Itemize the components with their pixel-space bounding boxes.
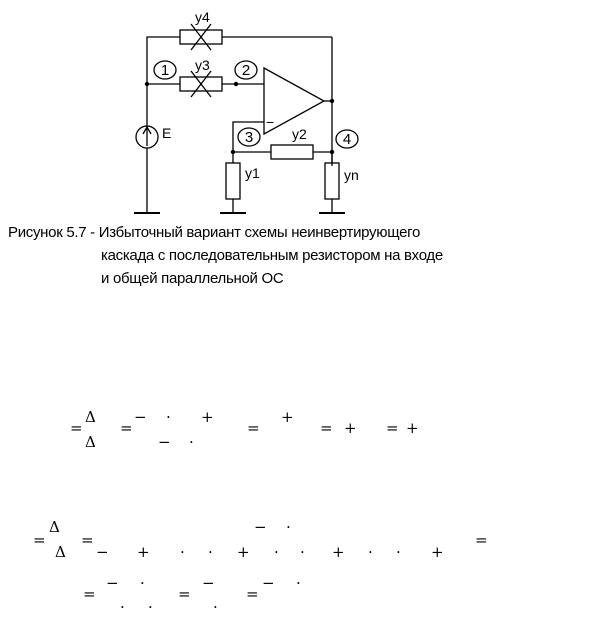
f3-m1: − (106, 574, 119, 592)
f3-d4: · (213, 598, 218, 616)
resistor-y4-cross-b (190, 23, 212, 51)
f2-delta-top: Δ (49, 518, 60, 536)
f2-eq1: = (33, 531, 46, 549)
wire-top-loop (146, 36, 180, 213)
f1-eq1: = (70, 419, 83, 437)
resistor-y2 (270, 144, 314, 160)
f1-eq2: = (120, 419, 133, 437)
f2-delta-bot: Δ (55, 543, 66, 561)
junction-node3 (230, 149, 236, 155)
f2-p1: + (137, 543, 150, 561)
f3-d1: · (140, 574, 145, 592)
f2-p3: + (332, 543, 345, 561)
opamp-minus-sign: − (266, 114, 274, 130)
f1-delta-top: Δ (85, 408, 96, 426)
f1-delta-bot: Δ (85, 433, 96, 451)
f2-p4: + (431, 543, 444, 561)
f1-p4: + (406, 419, 419, 437)
resistor-y3-cross-b (190, 70, 212, 98)
caption-line-2: каскада с последовательным резистором на… (101, 247, 443, 264)
junction-node2 (233, 81, 239, 87)
source-e-arrowhead (142, 125, 152, 135)
f1-m1: − (134, 408, 147, 426)
resistor-y4 (179, 29, 223, 45)
f2-d1: · (180, 543, 185, 561)
label-y4: y4 (195, 9, 210, 25)
opamp (263, 66, 326, 136)
label-e: E (162, 125, 171, 141)
f2-eq3: = (475, 531, 488, 549)
f3-eq1: = (83, 585, 96, 603)
f1-eq4: = (320, 419, 333, 437)
label-y2: y2 (292, 126, 307, 142)
f2-eq2: = (81, 531, 94, 549)
junction-out (329, 98, 335, 104)
f2-d3: · (274, 543, 279, 561)
formula-3: = − · · · = − · = − · (83, 574, 301, 616)
label-y3: y3 (195, 57, 210, 73)
f3-m2: − (202, 574, 215, 592)
node-4-circle (335, 129, 359, 149)
node-2-number: 2 (242, 62, 250, 79)
f3-eq2: = (178, 585, 191, 603)
f1-d1: · (166, 408, 171, 426)
f2-m-top: − (254, 518, 267, 536)
f1-d2: · (189, 433, 194, 451)
f2-m1: − (96, 543, 109, 561)
f1-p1: + (201, 408, 214, 426)
caption-line-3: и общей параллельной ОС (101, 270, 284, 287)
node-1-number: 1 (161, 62, 169, 79)
f3-d3: · (148, 598, 153, 616)
f1-eq5: = (386, 419, 399, 437)
resistor-y1 (225, 162, 241, 200)
f1-p2: + (281, 408, 294, 426)
junction-node4 (329, 149, 335, 155)
f3-d2: · (120, 598, 125, 616)
f3-d5: · (296, 574, 301, 592)
f1-m2: − (158, 433, 171, 451)
f2-p2: + (237, 543, 250, 561)
node-4-number: 4 (343, 131, 351, 148)
junction-node1 (144, 81, 150, 87)
f2-d-top: · (286, 518, 291, 536)
f2-d5: · (368, 543, 373, 561)
f3-eq3: = (246, 585, 259, 603)
caption-line-1: Рисунок 5.7 - Избыточный вариант схемы н… (8, 224, 421, 241)
f3-m3: − (262, 574, 275, 592)
f1-eq3: = (247, 419, 260, 437)
node-1-circle (153, 60, 177, 80)
f2-d4: · (300, 543, 305, 561)
label-y1: y1 (245, 165, 260, 181)
node-3-circle (237, 127, 261, 147)
formula-2: = Δ Δ = − · − + · · + · · + · · + = (33, 518, 488, 561)
resistor-yn (324, 162, 340, 200)
wire-inverting-input (232, 121, 264, 152)
node-3-number: 3 (245, 129, 253, 146)
f2-d2: · (208, 543, 213, 561)
formula-1: = Δ Δ = − · + − · = + = + = + (70, 408, 419, 451)
f2-d6: · (396, 543, 401, 561)
node-2-circle (234, 60, 258, 80)
label-yn: yn (344, 167, 359, 183)
f1-p3: + (344, 419, 357, 437)
